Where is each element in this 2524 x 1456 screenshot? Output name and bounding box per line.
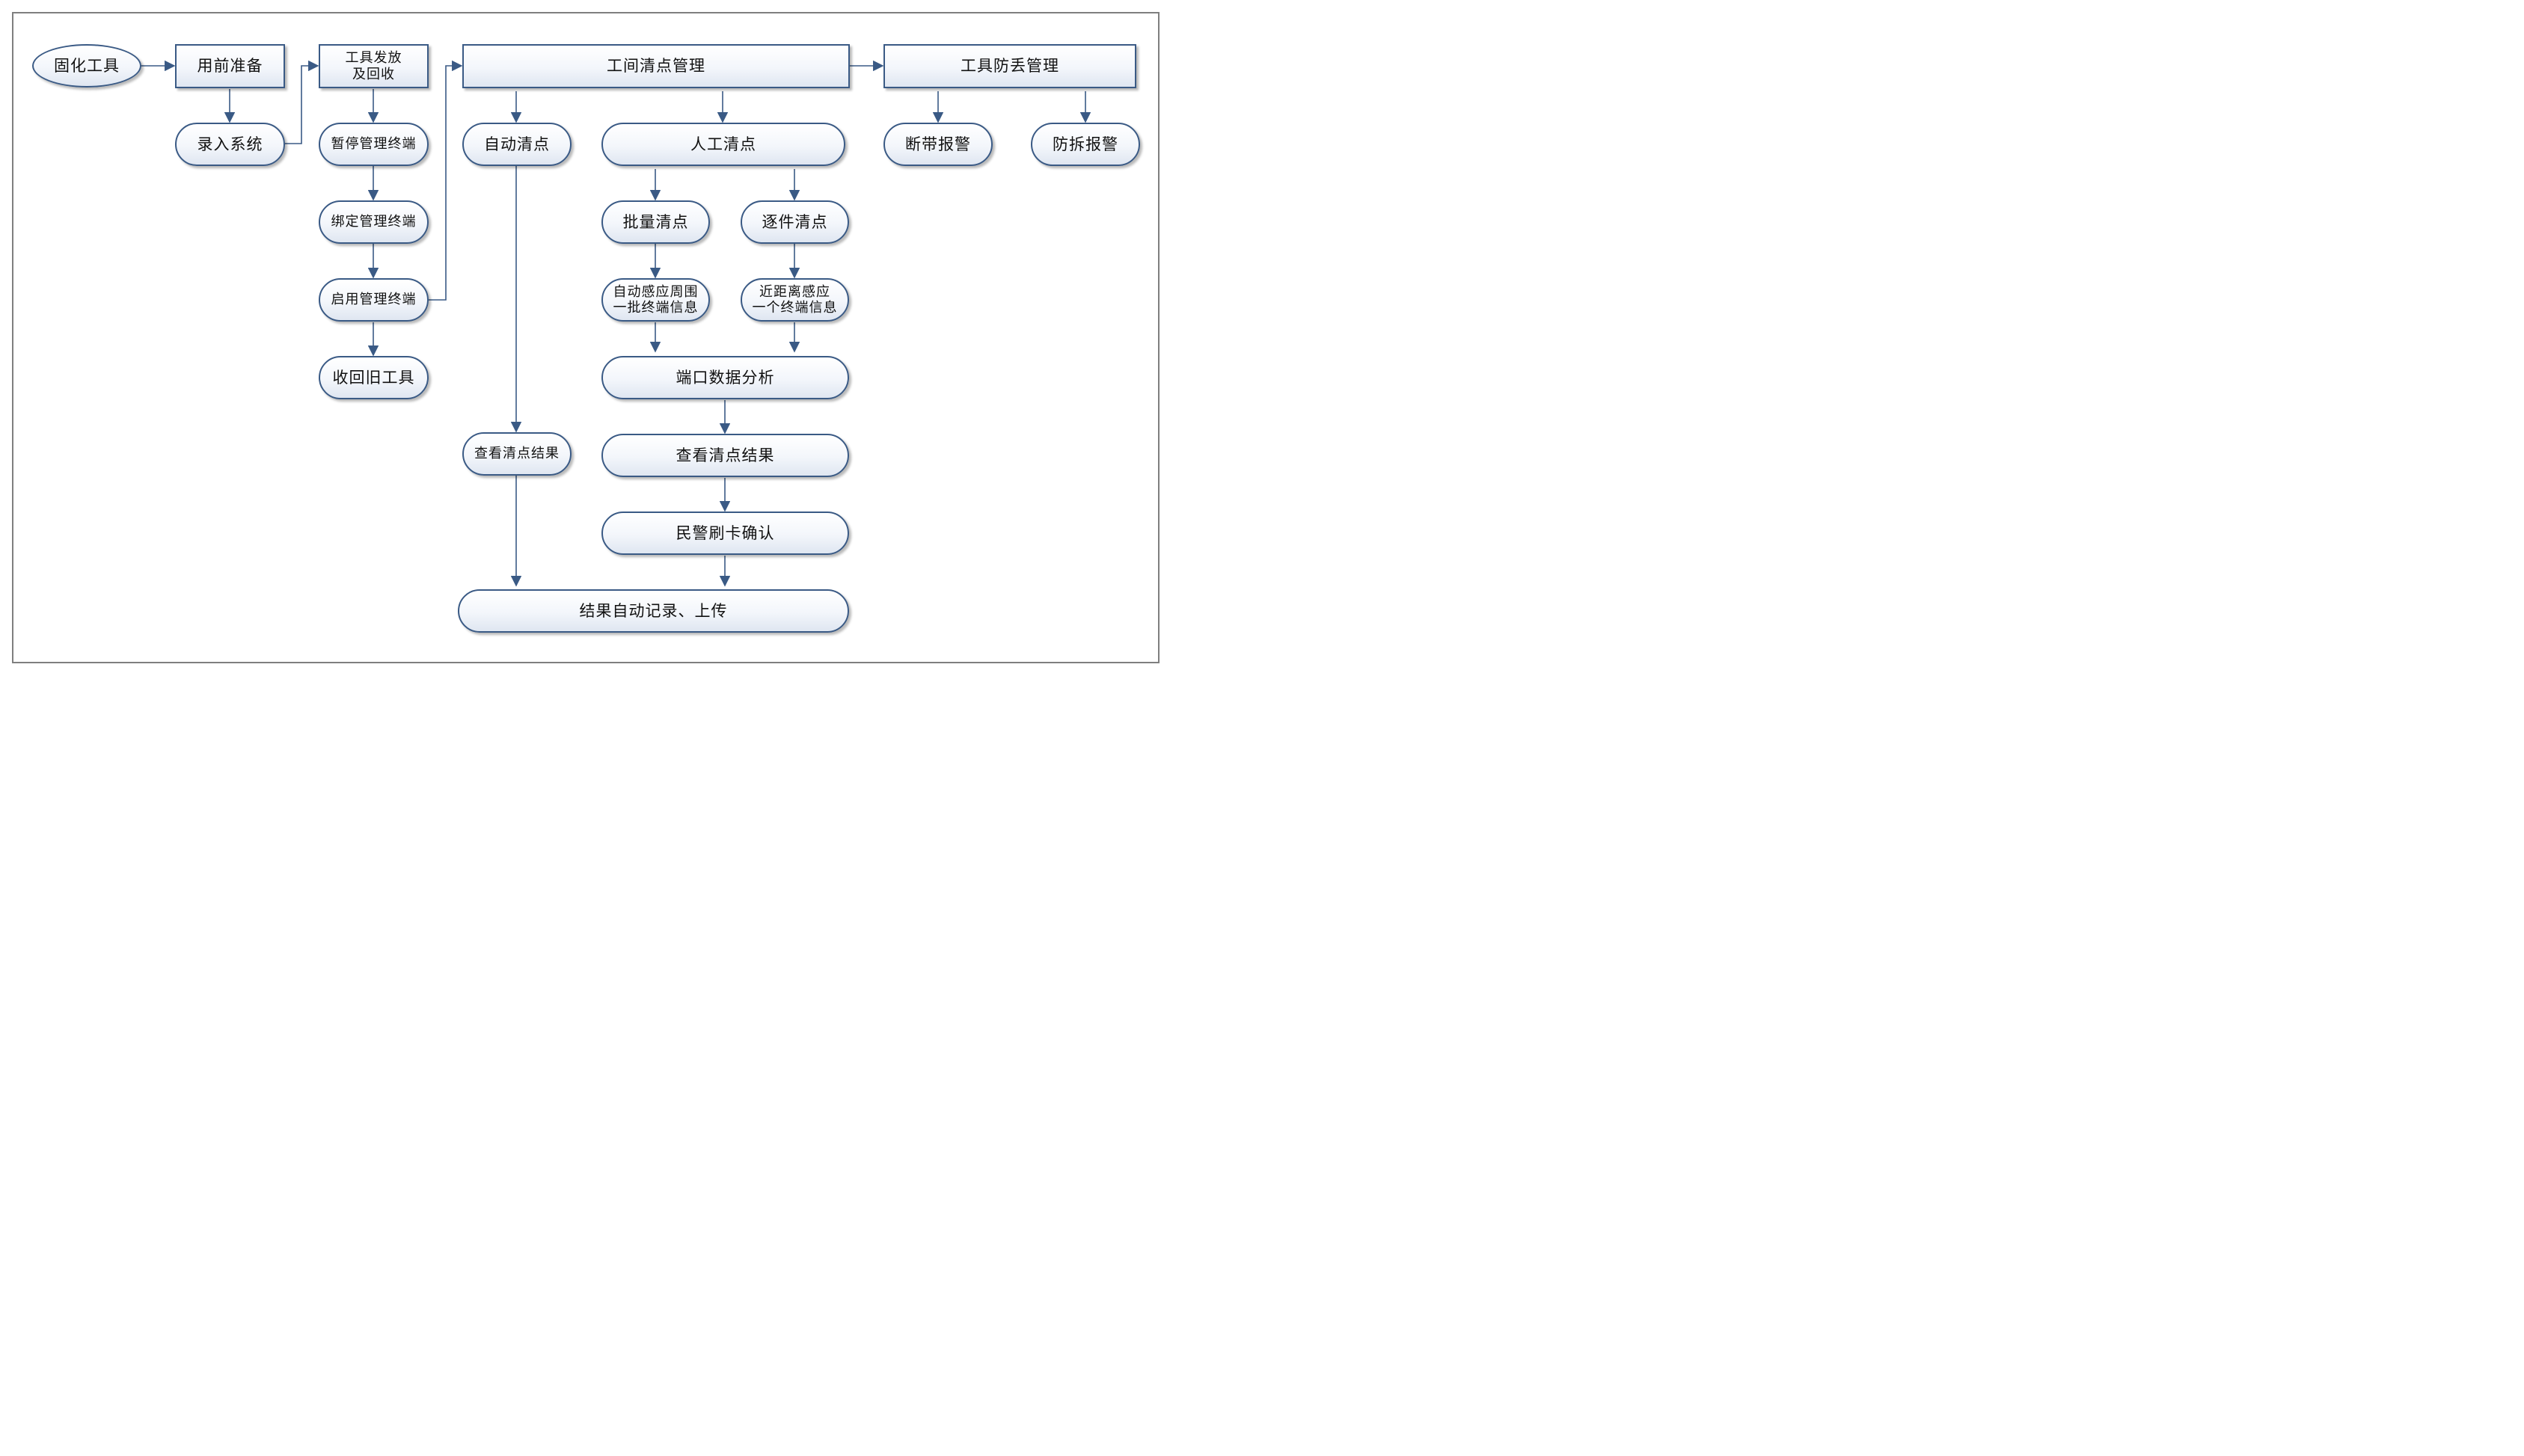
node-label: 防拆报警: [1053, 135, 1118, 153]
node-label: 民警刷卡确认: [676, 523, 775, 542]
node-auto-sense-batch: 自动感应周围 一批终端信息: [601, 278, 710, 322]
node-label: 近距离感应 一个终端信息: [752, 283, 838, 316]
node-auto-record-upload: 结果自动记录、上传: [458, 589, 849, 633]
node-label: 端口数据分析: [676, 368, 775, 387]
node-label: 录入系统: [197, 135, 263, 153]
node-label: 查看清点结果: [676, 446, 775, 464]
node-label: 暂停管理终端: [331, 136, 417, 153]
node-label: 用前准备: [197, 57, 263, 76]
node-port-data-analysis: 端口数据分析: [601, 356, 849, 399]
node-label: 批量清点: [622, 212, 689, 231]
node-auto-inventory: 自动清点: [462, 123, 572, 166]
node-tamper-alarm: 防拆报警: [1031, 123, 1140, 166]
node-item-inventory: 逐件清点: [741, 200, 849, 244]
node-label: 工具防丢管理: [961, 57, 1059, 76]
node-solidify-tools: 固化工具: [32, 44, 141, 87]
node-label: 绑定管理终端: [331, 214, 417, 230]
node-pause-terminal: 暂停管理终端: [319, 123, 429, 166]
node-label: 结果自动记录、上传: [579, 601, 728, 620]
node-label: 查看清点结果: [474, 446, 560, 462]
node-label: 自动感应周围 一批终端信息: [613, 283, 699, 316]
edge-enable-to-inventory: [429, 60, 463, 301]
node-tool-issue-return: 工具发放 及回收: [319, 44, 429, 88]
node-label: 人工清点: [690, 135, 756, 153]
node-label: 工间清点管理: [607, 57, 705, 76]
node-label: 自动清点: [484, 135, 550, 153]
edge-enter-to-issue: [285, 60, 319, 144]
node-inventory-management: 工间清点管理: [462, 44, 850, 88]
node-recover-old-tools: 收回旧工具: [319, 356, 429, 399]
connector-layer: [141, 60, 1091, 587]
node-label: 逐件清点: [762, 212, 828, 231]
node-enter-system: 录入系统: [175, 123, 285, 166]
node-label: 启用管理终端: [331, 292, 417, 308]
node-manual-inventory: 人工清点: [601, 123, 845, 166]
diagram-frame: [12, 12, 1160, 663]
node-label: 断带报警: [905, 135, 971, 153]
node-label: 固化工具: [54, 56, 120, 75]
node-batch-inventory: 批量清点: [601, 200, 710, 244]
node-view-result-manual: 查看清点结果: [601, 434, 849, 477]
node-label: 收回旧工具: [332, 368, 415, 387]
node-bind-terminal: 绑定管理终端: [319, 200, 429, 244]
node-police-card-confirm: 民警刷卡确认: [601, 512, 849, 555]
node-enable-terminal: 启用管理终端: [319, 278, 429, 322]
node-belt-break-alarm: 断带报警: [883, 123, 993, 166]
node-view-result-auto: 查看清点结果: [462, 432, 572, 476]
node-anti-loss-management: 工具防丢管理: [883, 44, 1136, 88]
node-close-sense-single: 近距离感应 一个终端信息: [741, 278, 849, 322]
node-label: 工具发放 及回收: [345, 50, 402, 82]
node-pre-use-prep: 用前准备: [175, 44, 285, 88]
